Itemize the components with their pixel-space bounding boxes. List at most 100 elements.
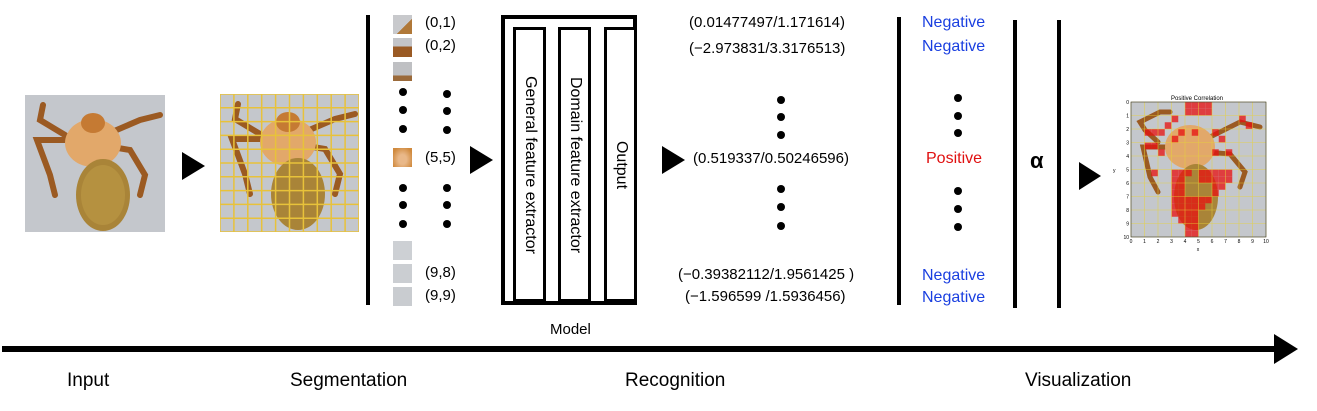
prediction-negative: Negative — [922, 14, 986, 31]
heatmap-cell — [1185, 102, 1192, 109]
output-block: Output — [604, 27, 637, 302]
heatmap-cell — [1218, 183, 1226, 190]
heatmap-cell — [1198, 176, 1206, 183]
ellipsis-dot — [399, 220, 407, 228]
heatmap-cell — [1198, 203, 1206, 210]
heatmap-cell — [1191, 223, 1199, 231]
heatmap-cell — [1239, 115, 1246, 123]
heatmap-cell — [1205, 176, 1212, 183]
segment-label: (0,1) — [425, 14, 456, 31]
heatmap-cell — [1191, 203, 1199, 210]
heatmap-cell — [1185, 223, 1192, 231]
x-axis-label: x — [1197, 247, 1200, 252]
x-tick-label: 10 — [1263, 239, 1269, 245]
heatmap-cell — [1191, 102, 1199, 109]
heatmap-cell — [1151, 169, 1158, 177]
ellipsis-dot — [954, 205, 962, 213]
stage-label-visualization: Visualization — [1025, 370, 1132, 391]
segment-patch — [393, 148, 412, 167]
segment-patch — [393, 241, 412, 260]
segment-patch — [393, 15, 412, 34]
spider-illustration — [25, 95, 165, 232]
y-axis-label: y — [1113, 168, 1116, 174]
y-tick-label: 4 — [1126, 154, 1129, 160]
heatmap-cell — [1178, 210, 1185, 217]
domain-feature-extractor-block: Domain feature extractor — [558, 27, 591, 302]
segment-label: (9,9) — [425, 287, 456, 304]
x-tick-label: 4 — [1184, 239, 1187, 245]
ellipsis-dot — [777, 203, 785, 211]
heatmap-cell — [1198, 102, 1206, 109]
heatmap-cell — [1198, 108, 1206, 116]
heatmap-cell — [1178, 183, 1185, 190]
heatmap-cell — [1151, 129, 1158, 136]
ellipsis-dot — [443, 201, 451, 209]
heatmap-cell — [1171, 189, 1179, 197]
heatmap-cell — [1218, 176, 1226, 183]
ellipsis-dot — [443, 220, 451, 228]
prediction-negative: Negative — [922, 289, 986, 306]
x-tick-label: 8 — [1238, 239, 1241, 245]
prediction-negative: Negative — [922, 38, 986, 55]
heatmap-cell — [1171, 135, 1179, 143]
y-tick-label: 2 — [1126, 127, 1129, 133]
heatmap-cell — [1171, 176, 1179, 183]
prediction-positive: Positive — [926, 150, 983, 167]
arrow-right-icon — [1079, 162, 1101, 190]
heatmap-cell — [1205, 196, 1212, 204]
ellipsis-dot — [399, 125, 407, 133]
arrow-right-icon — [470, 146, 493, 174]
output-value: (−0.39382112/1.9561425 ) — [678, 266, 855, 283]
separator-line — [1013, 20, 1017, 308]
ellipsis-dot — [399, 201, 407, 209]
stage-label-segmentation: Segmentation — [290, 370, 408, 391]
y-tick-label: 7 — [1126, 195, 1129, 201]
ellipsis-dot — [954, 187, 962, 195]
x-tick-label: 5 — [1197, 239, 1200, 245]
heatmap-cell — [1158, 129, 1165, 136]
segment-label: (0,2) — [425, 37, 456, 54]
output-value: (−1.596599 /1.5936456) — [685, 288, 846, 305]
y-tick-label: 5 — [1126, 168, 1129, 174]
heatmap-cell — [1151, 142, 1158, 150]
heatmap-cell — [1185, 169, 1192, 177]
heatmap-cell — [1225, 169, 1233, 177]
heatmap-cell — [1178, 196, 1185, 204]
heatmap-cell — [1212, 149, 1219, 156]
heatmap-cell — [1185, 210, 1192, 217]
ellipsis-dot — [443, 107, 451, 115]
stage-label-input: Input — [67, 370, 110, 391]
ellipsis-dot — [954, 94, 962, 102]
stage-label-recognition: Recognition — [625, 370, 726, 391]
arrow-right-icon — [662, 146, 685, 174]
output-label: Output — [612, 140, 630, 189]
separator-line — [897, 17, 901, 305]
heatmap-cell — [1218, 169, 1226, 177]
y-tick-label: 1 — [1126, 114, 1129, 120]
heatmap-cell — [1225, 149, 1233, 156]
x-tick-label: 3 — [1170, 239, 1173, 245]
ellipsis-dot — [954, 129, 962, 137]
ellipsis-dot — [954, 223, 962, 231]
output-value: (0.01477497/1.171614) — [689, 14, 845, 31]
heatmap-cell — [1185, 230, 1192, 237]
heatmap-cell — [1178, 216, 1185, 224]
arrow-right-icon — [182, 152, 205, 180]
heatmap-cell — [1191, 108, 1199, 116]
segment-patch — [393, 287, 412, 306]
y-tick-label: 3 — [1126, 141, 1129, 147]
ellipsis-dot — [399, 184, 407, 192]
heatmap-cell — [1164, 122, 1172, 129]
general-feature-extractor-label: General feature extractor — [521, 75, 539, 254]
heatmap-cell — [1245, 122, 1253, 129]
heatmap-cell — [1171, 169, 1179, 177]
heatmap-cell — [1144, 142, 1152, 150]
y-tick-label: 9 — [1126, 222, 1129, 228]
segment-label: (9,8) — [425, 264, 456, 281]
heatmap-cell — [1191, 210, 1199, 217]
ellipsis-dot — [443, 184, 451, 192]
heatmap-cell — [1178, 189, 1185, 197]
model-label: Model — [550, 321, 591, 338]
heatmap-cell — [1158, 149, 1165, 156]
heatmap-cell — [1205, 102, 1212, 109]
